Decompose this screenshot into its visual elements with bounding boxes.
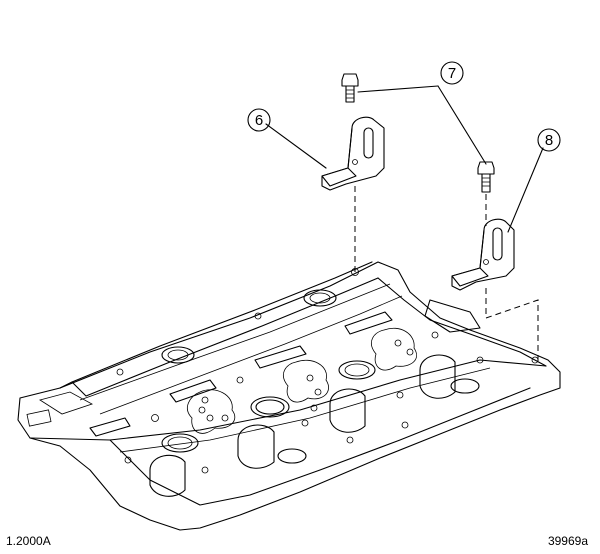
figure-code-left: 1.2000A [6, 534, 51, 548]
callout-8-label: 8 [545, 132, 553, 149]
figure-code-right: 39969a [547, 534, 588, 548]
callout-7-label: 7 [448, 65, 456, 82]
alignment-lines [354, 186, 539, 362]
leader-lines [265, 85, 544, 233]
cylinder-head-casting [17, 261, 561, 531]
callout-8: 8 [537, 128, 561, 152]
callout-7: 7 [440, 61, 464, 85]
callout-6-label: 6 [255, 112, 263, 129]
bolt-left [341, 73, 359, 103]
bolt-holes [116, 268, 539, 474]
bolt-right [477, 161, 495, 193]
lifting-bracket-left [321, 116, 385, 191]
lifting-bracket-right [451, 218, 515, 291]
callout-6: 6 [247, 108, 271, 132]
